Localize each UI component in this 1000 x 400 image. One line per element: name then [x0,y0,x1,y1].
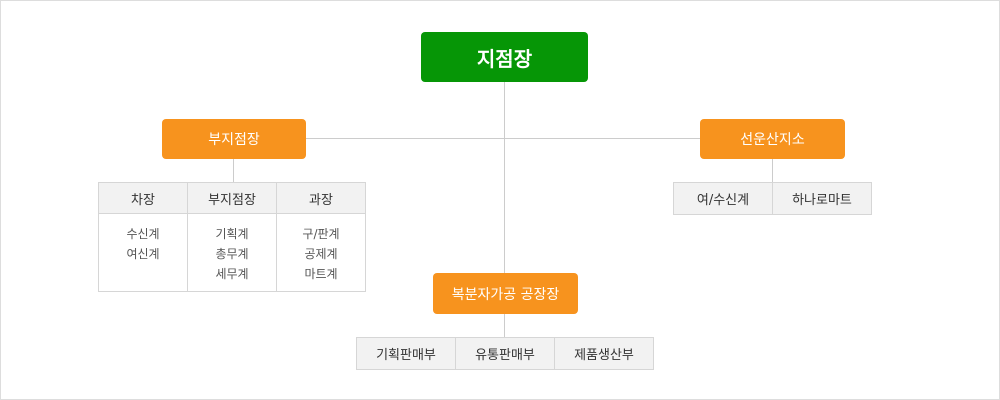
connector-branch-down [772,159,773,182]
unit-header: 과장 [276,182,366,214]
connector-vice-down [233,159,234,182]
node-factory-manager: 복분자가공 공장장 [433,273,578,314]
team-item: 여신계 [126,247,160,261]
connector-factory-down [504,314,505,337]
unit-teams: 수신계 여신계 [98,213,188,292]
unit-teams: 기획계 총무계 세무계 [187,213,277,292]
root-node: 지점장 [421,32,588,82]
unit-header: 차장 [98,182,188,214]
connector-horizontal [306,138,700,139]
unit-header: 제품생산부 [554,337,654,370]
team-item: 마트계 [304,267,338,281]
node-vice-branch-manager: 부지점장 [162,119,306,159]
team-item: 구/판계 [302,227,340,241]
team-item: 세무계 [215,267,249,281]
connector-root-vertical [504,82,505,273]
unit-teams: 구/판계 공제계 마트계 [276,213,366,292]
node-seonunsan-office: 선운산지소 [700,119,845,159]
unit-header: 부지점장 [187,182,277,214]
unit-header: 기획판매부 [356,337,456,370]
unit-header: 하나로마트 [772,182,872,215]
team-item: 수신계 [126,227,160,241]
team-item: 총무계 [215,247,249,261]
team-item: 기획계 [215,227,249,241]
team-item: 공제계 [304,247,338,261]
unit-header: 유통판매부 [455,337,555,370]
unit-header: 여/수신계 [673,182,773,215]
